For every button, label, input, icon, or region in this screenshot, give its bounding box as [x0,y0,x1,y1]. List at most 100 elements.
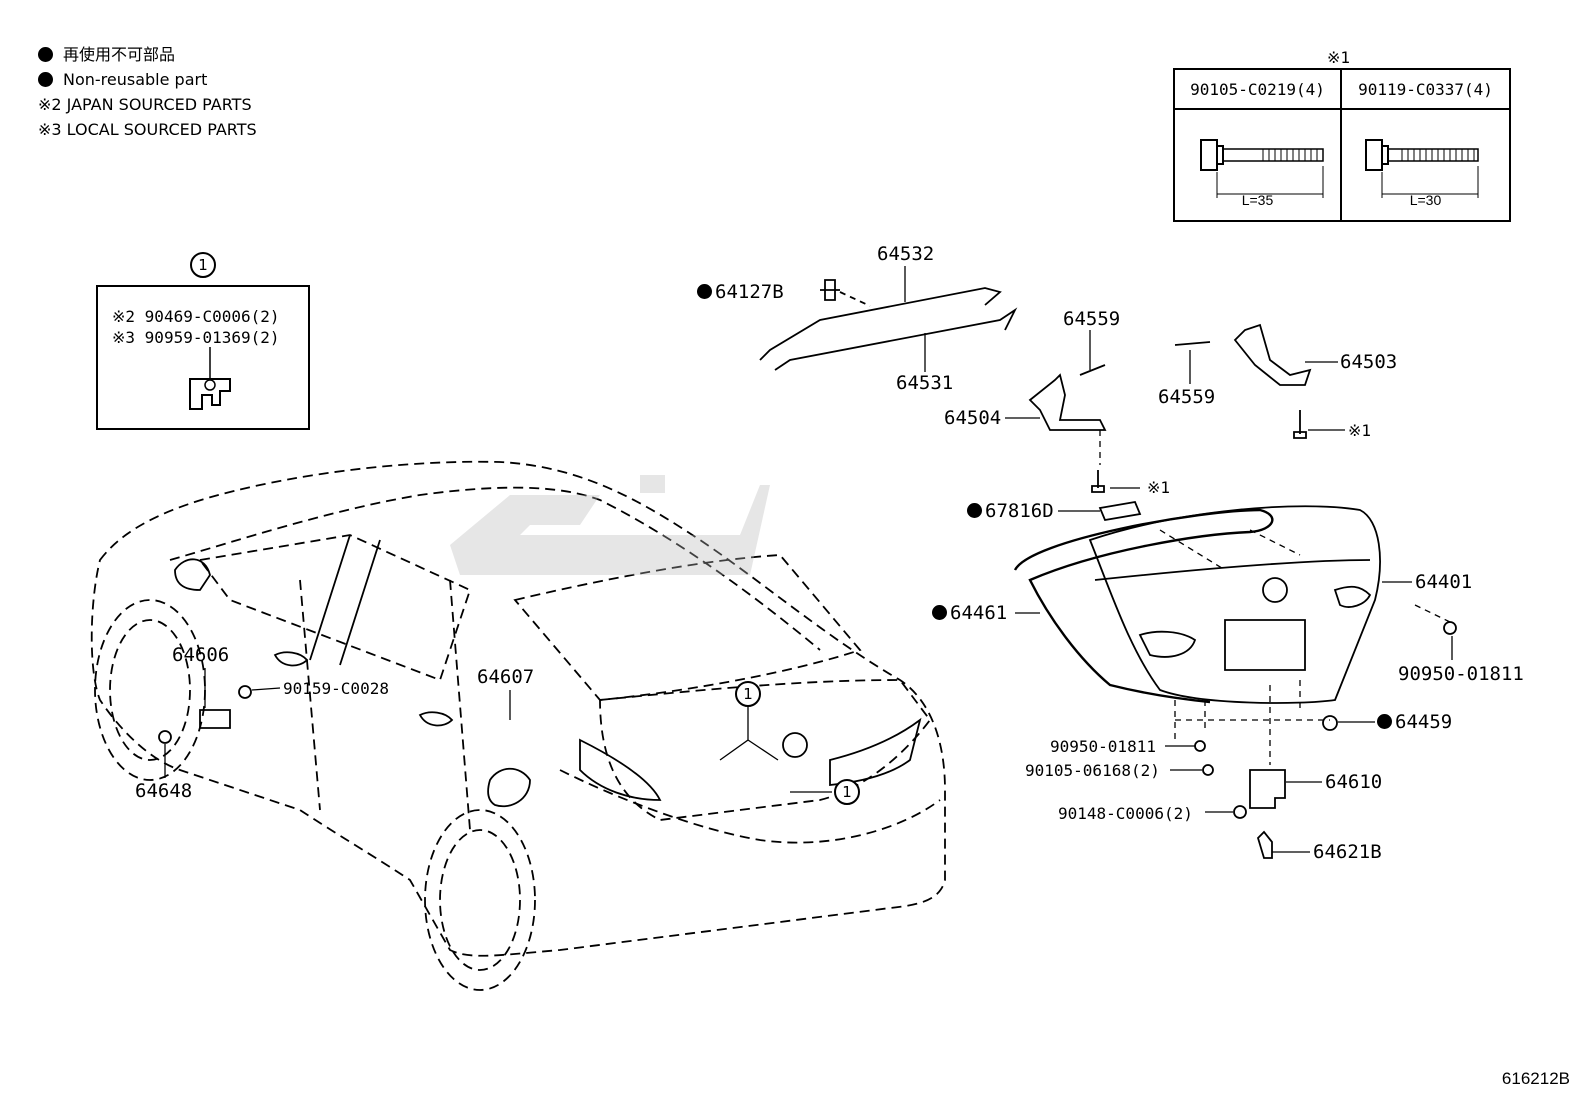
legend-text: Non-reusable part [63,70,208,89]
door-handle-front [273,651,309,667]
leader-64127B [839,291,871,307]
trunk-lid-64401 [1088,505,1381,704]
kit-part-line: ※3 90959-01369(2) [112,328,280,347]
label-90950-01811: 90950-01811 [1398,663,1524,685]
lock-64610 [1249,769,1286,809]
label-64503: 64503 [1340,351,1398,373]
bolt-lower-left [1091,470,1105,493]
trunk-lid-emblem [1262,577,1288,603]
bulb-90159 [238,685,252,699]
legend-row-nonreusable-en: Non-reusable part [38,67,257,92]
clip-90950-right [1443,621,1457,635]
clip-90950-lower [1194,740,1206,752]
label-64461: 64461 [932,603,1007,623]
label-64504: 64504 [944,407,1002,429]
legend-text: 再使用不可部品 [63,45,176,64]
roof-line [169,486,821,651]
rear-wheel [424,809,536,991]
window-pillar [309,534,381,666]
door-handle-rear [418,711,454,727]
bullet-icon [38,72,53,87]
tail-lamp-right [829,717,922,786]
bolt-part-number: 90119-C0337(4) [1342,70,1509,110]
figure-reference: 616212B [1501,1069,1570,1088]
side-door-line [299,579,471,831]
rear-wheel-inner [439,829,521,971]
front-wheel [94,599,206,781]
license-plate-recess [1224,619,1306,671]
side-mirror [174,558,211,591]
label-90105-06168: 90105-06168(2) [1025,761,1160,780]
wire-harness-64532 [759,287,1002,361]
bolt-part-number: 90105-C0219(4) [1175,70,1342,110]
label-90159-C0028: 90159-C0028 [283,679,389,698]
bolt-cell: L=35 [1175,110,1342,220]
legend-text: ※3 LOCAL SOURCED PARTS [38,120,257,139]
weatherstrip-64461 [1013,508,1274,704]
clip-icon [189,347,231,410]
rod-64559a [1079,364,1106,376]
hinge-64503 [1233,323,1312,386]
label-64127B: 64127B [697,282,784,302]
leader-90159 [251,687,281,691]
label-90148-C0006: 90148-C0006(2) [1058,804,1193,823]
bolt-90148 [1233,805,1247,819]
legend-row-local: ※3 LOCAL SOURCED PARTS [38,117,257,142]
legend-text: ※2 JAPAN SOURCED PARTS [38,95,252,114]
fuel-door [487,767,531,808]
legend: 再使用不可部品 Non-reusable part ※2 JAPAN SOURC… [38,42,257,142]
kit-part-line: ※2 90469-C0006(2) [112,307,280,326]
kit-box: ※2 90469-C0006(2) ※3 90959-01369(2) [96,285,310,430]
legend-row-japan: ※2 JAPAN SOURCED PARTS [38,92,257,117]
bolt-length: L=35 [1241,192,1274,208]
label-64532: 64532 [877,243,935,265]
striker-64621B [1256,830,1273,859]
label-64401: 64401 [1415,571,1473,593]
bolt-icon [1365,139,1479,198]
kit-number-callout: 1 [190,252,216,278]
watermark [450,475,770,575]
tail-lamp-left [579,738,662,801]
door-window [198,534,472,682]
label-64606: 64606 [172,644,230,666]
bolt-icon [1200,139,1324,198]
label-67816D [1098,500,1142,522]
wire-harness-64531 [774,307,1018,371]
callout-circle-1: 1 [735,681,761,707]
socket-64648 [158,730,172,744]
label-90950-01811: 90950-01811 [1050,737,1156,756]
rear-window [513,554,862,701]
legend-row-nonreusable-jp: 再使用不可部品 [38,42,257,67]
leader-callout-1a [719,704,779,761]
label-64607: 64607 [477,666,535,688]
label-67816D: 67816D [967,501,1054,521]
label-64610: 64610 [1325,771,1383,793]
clip-90105 [1202,764,1214,776]
hinge-64504 [1028,373,1107,431]
label-64648: 64648 [135,780,193,802]
bolt-table: 90105-C0219(4) 90119-C0337(4) L=35 [1173,68,1511,222]
label-64559: 64559 [1158,386,1216,408]
trunk-lid-outline [599,679,932,821]
label-64559: 64559 [1063,308,1121,330]
label-64621B: 64621B [1313,841,1382,863]
lamp-housing-left [1138,630,1197,658]
dashed-guides [1099,430,1451,765]
label-64459: 64459 [1377,712,1452,732]
lamp-housing-right [1333,585,1372,608]
trunk-emblem [782,732,808,758]
bolt-table-title: ※1 [1327,48,1351,67]
rear-bumper [559,769,941,844]
bumper-64459 [1322,715,1338,731]
leader-lines [164,266,1453,853]
bolt-cell: L=30 [1342,110,1509,220]
clip-64127B [820,279,840,301]
lamp-64606 [199,709,231,729]
callout-circle-1: 1 [834,779,860,805]
label-star1: ※1 [1147,478,1171,497]
bullet-icon [38,47,53,62]
rod-64559b [1174,341,1211,346]
label-64531: 64531 [896,372,954,394]
